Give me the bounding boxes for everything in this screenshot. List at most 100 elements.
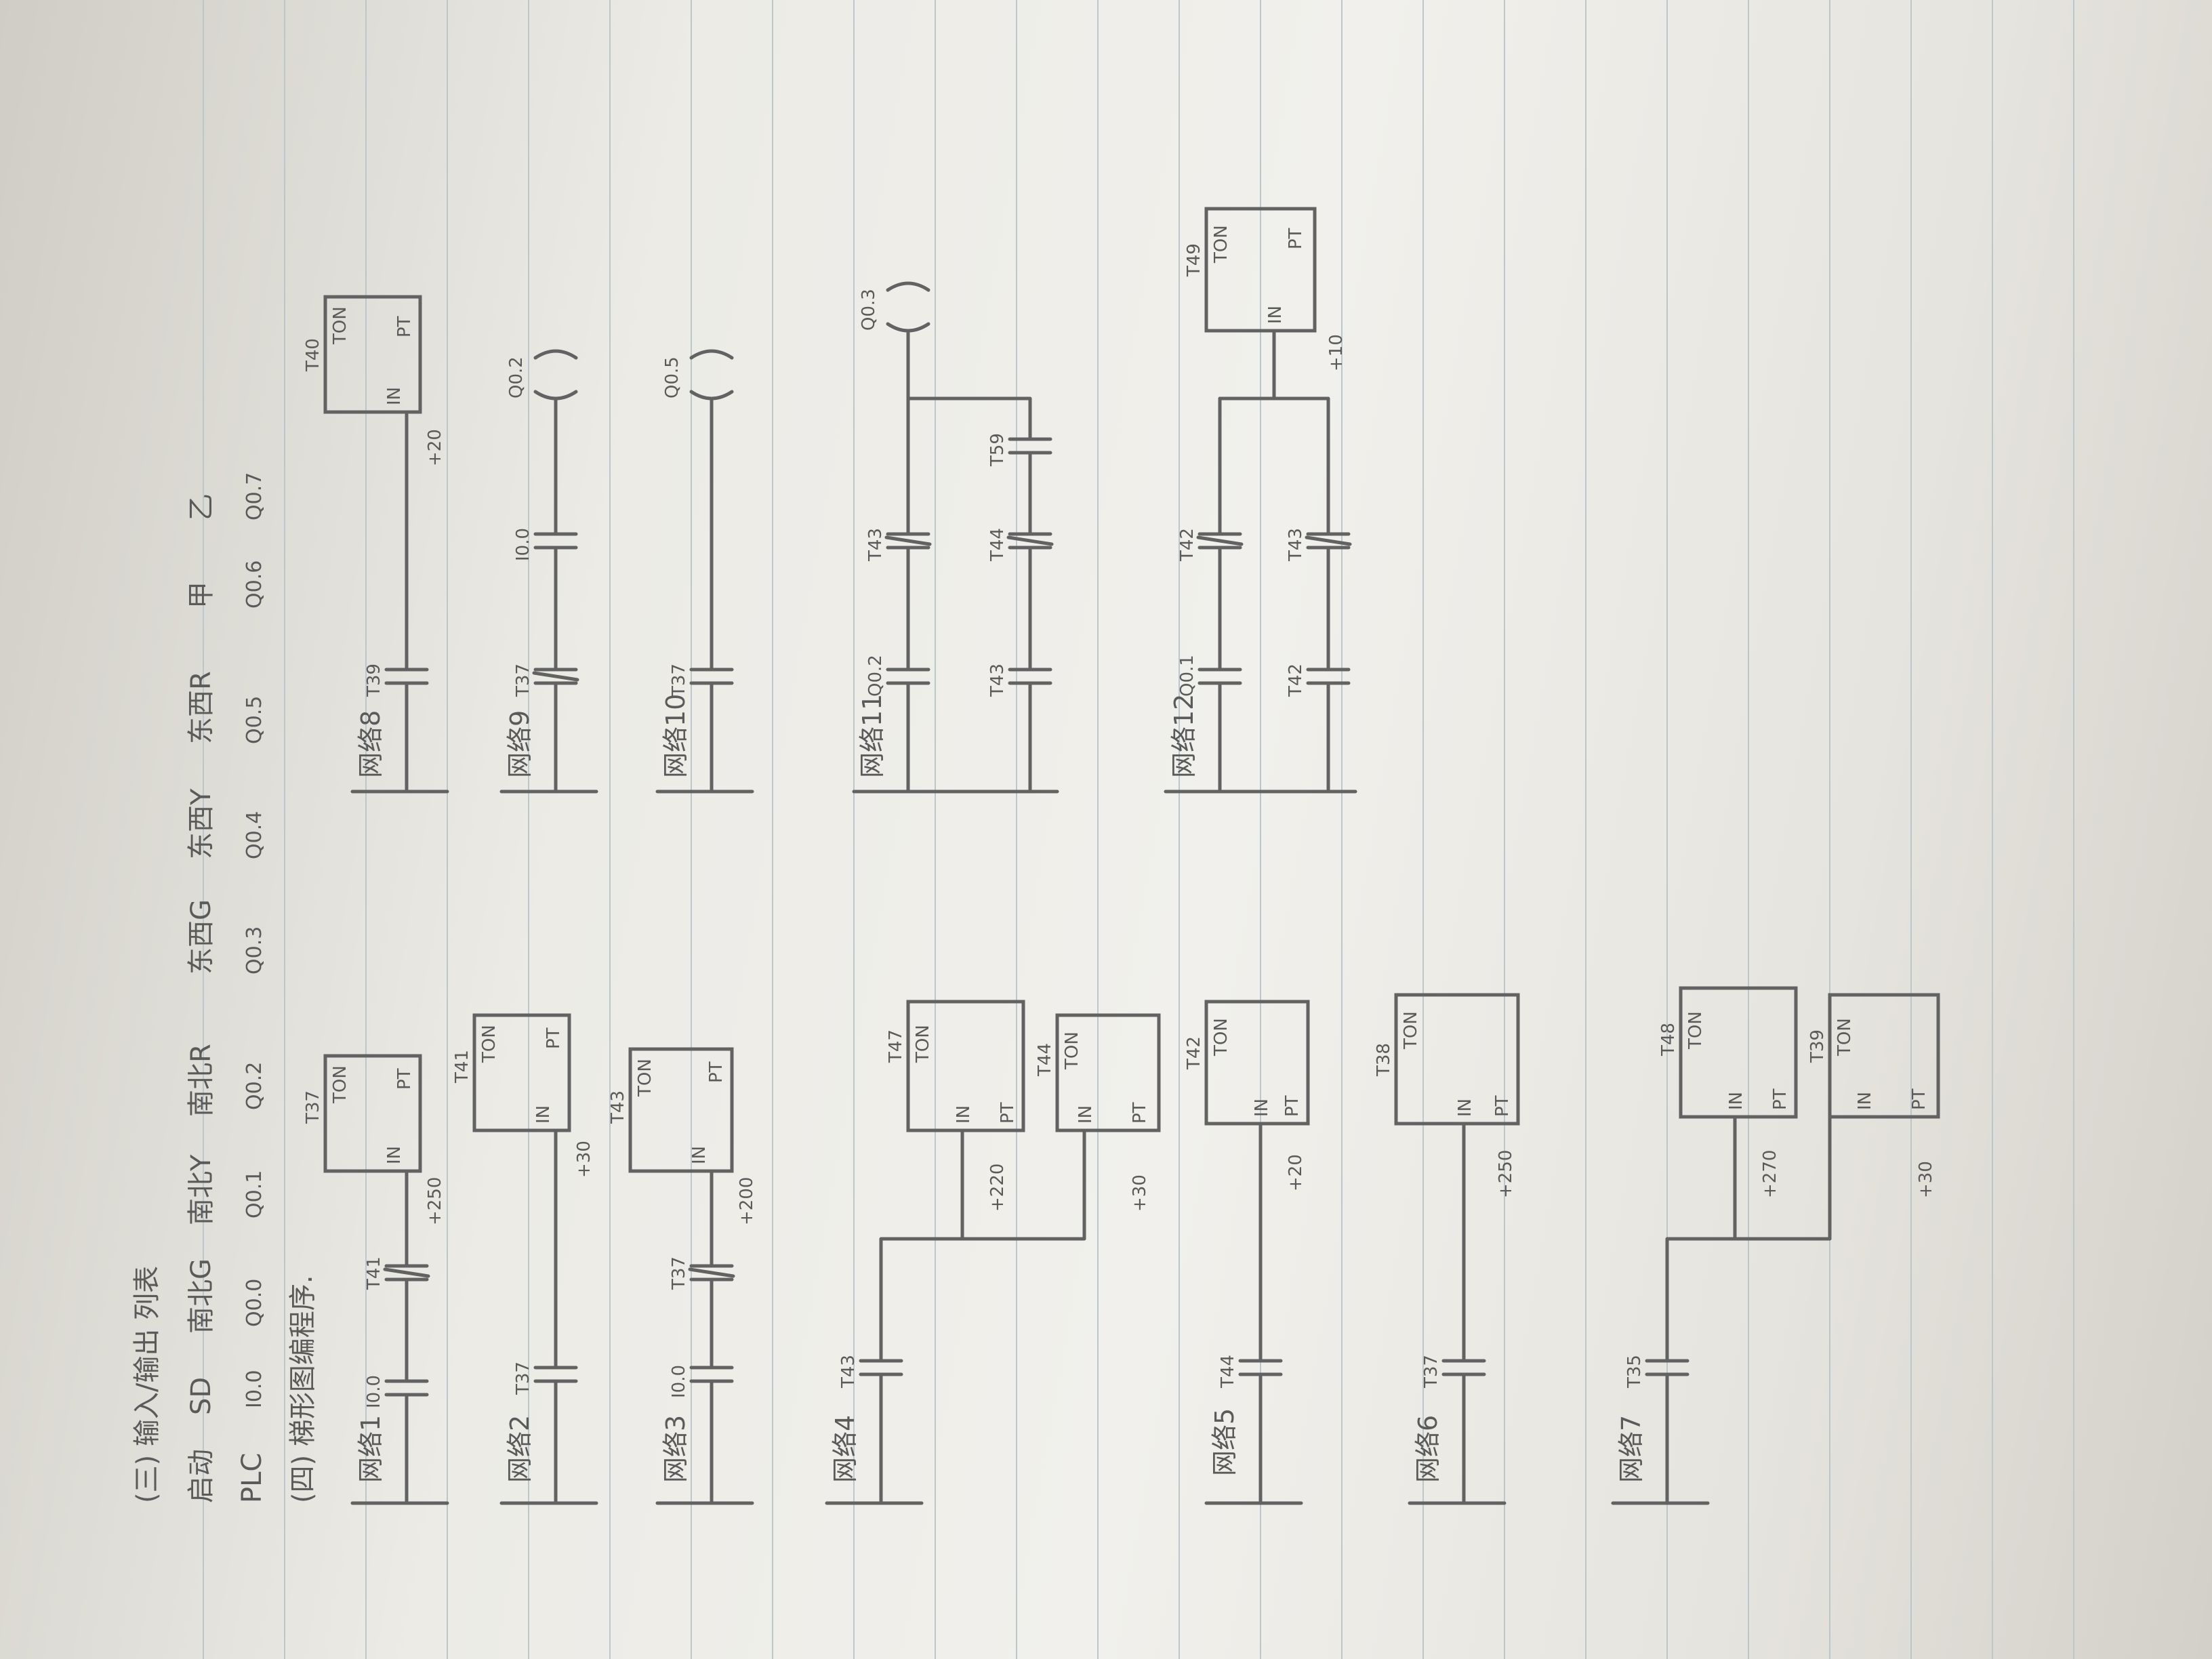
timer-in-label: IN [384,387,405,405]
timer-in-label: IN [1726,1092,1746,1110]
timer-type-label: TON [635,1059,655,1097]
timer-pt-label: PT [1909,1088,1929,1110]
timer-preset: +250 [1496,1150,1516,1198]
timer-box [1828,993,1940,1119]
network-label: 网络4 [830,1415,860,1483]
contact-label: I0.0 [513,528,533,561]
timer-preset: +20 [1286,1154,1306,1191]
timer-in-label: IN [384,1146,405,1164]
network-label: 网络7 [1616,1415,1646,1483]
timer-in-label: IN [1076,1105,1096,1124]
io-name-6: 东西Y [186,788,217,859]
contact-label: T59 [987,433,1008,467]
io-addr-2: Q0.0 [243,1279,266,1327]
timer-pt-label: PT [998,1102,1018,1124]
network-1: 网络1 I0.0 T41 IN TON PT T37 +250 [303,1054,449,1505]
contact-label: T43 [838,1355,859,1389]
timer-box [1204,207,1317,333]
contact-label: T39 [364,663,384,697]
network-11: 网络11 Q0.2 T43 T43 T44 T59 Q0.3 [852,281,1059,794]
io-name-9: 乙 [186,493,217,520]
io-name-5: 东西G [186,899,217,975]
contact-label: T43 [1286,528,1306,562]
timer-pt-label: PT [706,1061,726,1083]
timer-pt-label: PT [1282,1095,1303,1117]
timer-preset: +30 [1916,1161,1936,1198]
ladder-program-title: (四) 梯形图编程序. [287,1275,319,1503]
timer-pt-label: PT [1770,1088,1790,1110]
timer-in-label: IN [1265,306,1286,324]
timer-name: T42 [1184,1036,1204,1070]
network-label: 网络3 [661,1415,691,1483]
timer-preset: +250 [425,1177,445,1225]
timer-box [1204,1000,1310,1126]
contact-label: T44 [987,528,1008,562]
contact-label: T37 [669,663,689,697]
io-addr-8: Q0.6 [243,560,266,609]
timer-name: T40 [303,338,323,372]
timer-name: T44 [1035,1043,1055,1077]
io-addr-4: Q0.2 [243,1062,266,1110]
network-2: 网络2 T37 IN TON PT T41 +30 [452,1013,598,1505]
timer-name: T48 [1658,1023,1679,1057]
timer-type-label: TON [330,306,350,345]
timer-type-label: TON [1211,225,1231,264]
timer-box [1055,1013,1161,1132]
contact-label: T37 [513,663,533,697]
network-label: 网络6 [1413,1415,1443,1483]
contact-label: T41 [364,1256,384,1290]
timer-type-label: TON [479,1025,499,1063]
io-addr-7: Q0.5 [243,696,266,744]
network-label: 网络1 [356,1415,386,1483]
timer-type-label: TON [330,1065,350,1104]
contact-label: T43 [865,528,886,562]
io-addr-6: Q0.4 [243,811,266,859]
contact-label: T44 [1218,1355,1238,1389]
io-name-4: 南北R [186,1044,217,1117]
timer-box [323,1054,422,1173]
timer-preset: +270 [1760,1150,1780,1198]
io-name-1: SD [186,1377,217,1415]
timer-box [472,1013,571,1132]
timer-preset: +220 [987,1164,1008,1212]
contact-label: T37 [1421,1355,1441,1389]
io-addr-1: I0.0 [243,1370,266,1408]
timer-type-label: TON [1835,1018,1855,1057]
io-name-7: 东西R [186,671,217,744]
timer-pt-label: PT [394,1068,415,1090]
timer-in-label: IN [1252,1099,1272,1117]
io-name-0: 启动 [186,1449,217,1503]
timer-in-label: IN [1855,1092,1875,1110]
timer-type-label: TON [1685,1011,1706,1050]
network-7: 网络7 T35 IN TON PT T48 +270 IN TON PT T39… [1611,986,1940,1505]
contact-label: Q0.1 [1177,655,1197,697]
timer-in-label: IN [1455,1099,1475,1117]
timer-pt-label: PT [544,1027,564,1049]
timer-pt-label: PT [1130,1102,1150,1124]
timer-preset: +200 [737,1177,757,1225]
timer-in-label: IN [954,1105,974,1124]
network-label: 网络10 [661,694,691,778]
network-label: 网络9 [505,710,535,778]
timer-type-label: TON [913,1025,933,1063]
timer-type-label: TON [1062,1031,1082,1070]
io-addr-0: PLC [237,1453,268,1503]
timer-preset: +10 [1326,334,1347,371]
timer-name: T39 [1807,1029,1828,1063]
network-label: 网络12 [1169,694,1199,778]
timer-name: T47 [886,1029,906,1063]
timer-name: T41 [452,1050,472,1084]
network-label: 网络5 [1210,1408,1240,1476]
timer-pt-label: PT [1492,1095,1513,1117]
io-addr-3: Q0.1 [243,1170,266,1218]
timer-box [628,1047,734,1173]
network-10: 网络10 T37 Q0.5 [655,349,754,794]
contact-label: I0.0 [364,1375,384,1408]
contact-label: T37 [513,1361,533,1395]
timer-pt-label: PT [394,316,415,337]
io-name-8: 甲 [186,581,217,609]
contact-label: T42 [1177,528,1197,562]
timer-name: T49 [1184,243,1204,277]
